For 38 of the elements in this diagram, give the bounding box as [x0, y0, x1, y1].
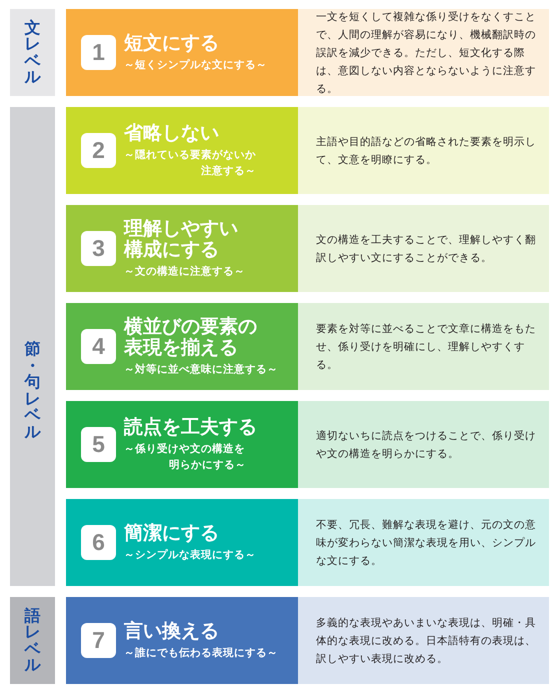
description-panel: 適切ないちに読点をつけることで、係り受けや文の構造を明らかにする。 [298, 401, 549, 488]
step-box [66, 401, 298, 488]
level-band: 節・句レベル [10, 107, 55, 586]
step-subtitle: ～係り受けや文の構造を明らかにする～ [124, 442, 246, 472]
step-subtitle: ～シンプルな表現にする～ [124, 548, 257, 562]
number-badge: 1 [81, 35, 116, 70]
number-badge: 3 [81, 231, 116, 266]
step-title: 短文にする [124, 32, 220, 54]
step-box [66, 205, 298, 292]
step-subtitle: ～短くシンプルな文にする～ [124, 58, 268, 72]
step-box [66, 9, 298, 96]
number-badge: 5 [81, 427, 116, 462]
number-badge: 7 [81, 623, 116, 658]
description-panel: 主語や目的語などの省略された要素を明示して、文意を明瞭にする。 [298, 107, 549, 194]
step-box [66, 597, 298, 684]
step-title: 理解しやすい構成にする [124, 218, 239, 260]
level-band: 語レベル [10, 597, 55, 684]
description-panel: 要素を対等に並べることで文章に構造をもたせ、係り受けを明確にし、理解しやすくする。 [298, 303, 549, 390]
step-subtitle: ～隠れている要素がないか注意する～ [124, 148, 256, 178]
number-badge: 6 [81, 525, 116, 560]
step-title: 言い換える [124, 620, 220, 642]
description-panel: 一文を短くして複雑な係り受けをなくすことで、人間の理解が容易になり、機械翻訳時の誤訳を減少できる。ただし、短文化する際は、意図しない内容とならないように注意する。 [298, 9, 549, 96]
step-title: 横並びの要素の表現を揃える [124, 316, 258, 358]
description-panel: 文の構造を工夫することで、理解しやすく翻訳しやすい文にすることができる。 [298, 205, 549, 292]
step-subtitle: ～文の構造に注意する～ [124, 264, 246, 279]
step-title: 読点を工夫する [124, 416, 258, 438]
description-panel: 多義的な表現やあいまいな表現は、明確・具体的な表現に改める。日本語特有の表現は、訳しやすい表現に改める。 [298, 597, 549, 684]
step-title: 簡潔にする [124, 522, 220, 544]
description-panel: 不要、冗長、難解な表現を避け、元の文の意味が変わらない簡潔な表現を用い、シンプルな文にする。 [298, 499, 549, 586]
number-badge: 4 [81, 329, 116, 364]
step-subtitle: ～誰にでも伝わる表現にする～ [124, 646, 279, 660]
step-box [66, 107, 298, 194]
step-subtitle: ～対等に並べ意味に注意する～ [124, 362, 278, 377]
step-box [66, 303, 298, 390]
number-badge: 2 [81, 133, 116, 168]
step-box [66, 499, 298, 586]
step-title: 省略しない [124, 122, 220, 144]
level-band: 文レベル [10, 9, 55, 96]
